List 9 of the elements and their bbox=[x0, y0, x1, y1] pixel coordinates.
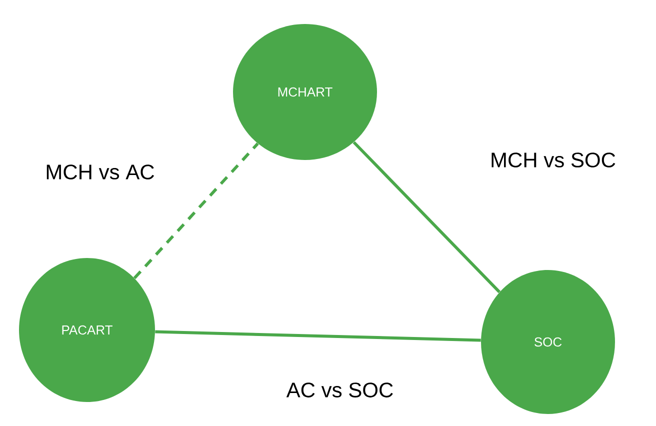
circle-node: PACART bbox=[19, 258, 155, 402]
circle-node: MCHART bbox=[233, 24, 377, 160]
connector-line bbox=[155, 330, 481, 342]
edge-label: AC vs SOC bbox=[284, 380, 396, 400]
connector-line bbox=[352, 141, 501, 294]
connector-line bbox=[133, 142, 259, 280]
circle-node: SOC bbox=[481, 270, 615, 414]
edge-label: MCH vs SOC bbox=[488, 150, 618, 170]
edge-label: MCH vs AC bbox=[43, 162, 157, 182]
